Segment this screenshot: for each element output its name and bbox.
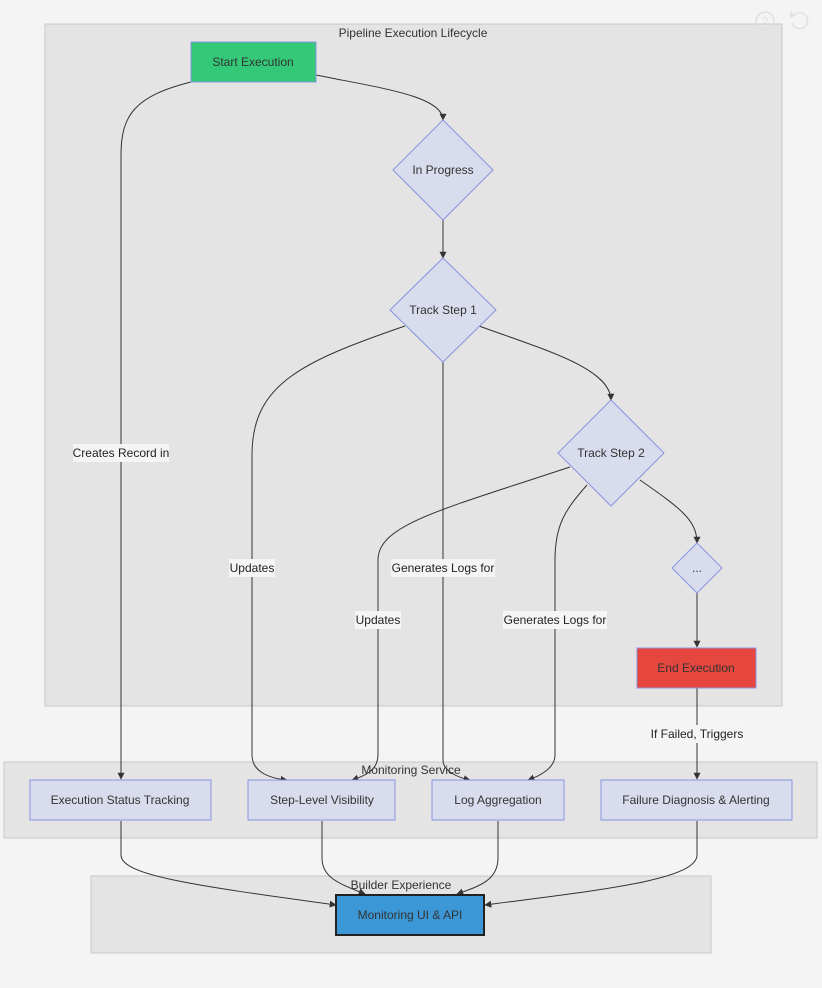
edge-status-to-ui — [120, 821, 337, 908]
node-in-progress[interactable]: In Progress — [392, 119, 494, 221]
cluster-title-monitoring: Monitoring Service — [361, 763, 461, 777]
svg-text:Generates Logs for: Generates Logs for — [392, 561, 495, 575]
svg-text:?: ? — [762, 15, 769, 29]
svg-text:In Progress: In Progress — [412, 163, 473, 177]
svg-text:End Execution: End Execution — [657, 661, 734, 675]
node-track-step-2[interactable]: Track Step 2 — [557, 399, 665, 507]
edge-start-to-inprogress — [315, 74, 447, 121]
edge-visibility-to-ui — [321, 821, 366, 895]
node-monitoring-ui-api[interactable]: Monitoring UI & API — [335, 894, 485, 936]
svg-text:Start Execution: Start Execution — [212, 55, 293, 69]
edge-logs-to-ui — [456, 821, 499, 896]
svg-text:Track Step 2: Track Step 2 — [577, 446, 645, 460]
node-start-execution[interactable]: Start Execution — [190, 41, 317, 83]
svg-text:Updates: Updates — [230, 561, 275, 575]
svg-text:...: ... — [692, 561, 702, 575]
svg-text:Log Aggregation: Log Aggregation — [454, 793, 541, 807]
cluster-title-builder: Builder Experience — [351, 878, 452, 892]
node-end-execution[interactable]: End Execution — [636, 647, 757, 689]
edge-start-to-status — [117, 81, 192, 780]
svg-text:Creates Record in: Creates Record in — [73, 446, 170, 460]
node-ellipsis[interactable]: ... — [671, 542, 723, 594]
svg-text:Monitoring UI & API: Monitoring UI & API — [358, 908, 463, 922]
node-track-step-1[interactable]: Track Step 1 — [389, 257, 497, 363]
edge-failure-to-ui — [484, 821, 698, 908]
node-execution-status-tracking[interactable]: Execution Status Tracking — [29, 779, 212, 821]
edges — [117, 74, 701, 908]
edge-label-generates-logs-2: Generates Logs for — [503, 611, 607, 629]
reset-icon[interactable] — [790, 11, 809, 30]
edge-track1-to-logs — [442, 362, 471, 783]
edge-label-updates-2: Updates — [355, 611, 401, 629]
edge-track2-to-ellipsis — [639, 479, 701, 544]
svg-text:If Failed, Triggers: If Failed, Triggers — [651, 727, 744, 741]
node-failure-diagnosis[interactable]: Failure Diagnosis & Alerting — [600, 779, 793, 821]
edge-label-generates-logs-1: Generates Logs for — [391, 559, 495, 577]
edge-track1-to-track2 — [478, 325, 615, 401]
edge-track1-to-visibility — [251, 325, 406, 783]
edge-track2-to-logs — [527, 484, 588, 782]
svg-text:Generates Logs for: Generates Logs for — [504, 613, 607, 627]
svg-text:Execution Status Tracking: Execution Status Tracking — [51, 793, 190, 807]
svg-text:Updates: Updates — [356, 613, 401, 627]
svg-text:Failure Diagnosis & Alerting: Failure Diagnosis & Alerting — [622, 793, 769, 807]
node-step-level-visibility[interactable]: Step-Level Visibility — [247, 779, 396, 821]
svg-text:Track Step 1: Track Step 1 — [409, 303, 477, 317]
edge-label-if-failed: If Failed, Triggers — [650, 725, 744, 743]
edge-label-updates-1: Updates — [229, 559, 275, 577]
cluster-title-lifecycle: Pipeline Execution Lifecycle — [339, 26, 488, 40]
svg-text:Step-Level Visibility: Step-Level Visibility — [270, 793, 374, 807]
edge-track2-to-visibility — [351, 466, 571, 782]
cluster-pipeline-lifecycle: Pipeline Execution Lifecycle — [44, 23, 783, 707]
node-log-aggregation[interactable]: Log Aggregation — [431, 779, 565, 821]
edge-label-creates-record: Creates Record in — [73, 444, 170, 462]
question-circle-icon[interactable]: ? — [755, 11, 775, 31]
